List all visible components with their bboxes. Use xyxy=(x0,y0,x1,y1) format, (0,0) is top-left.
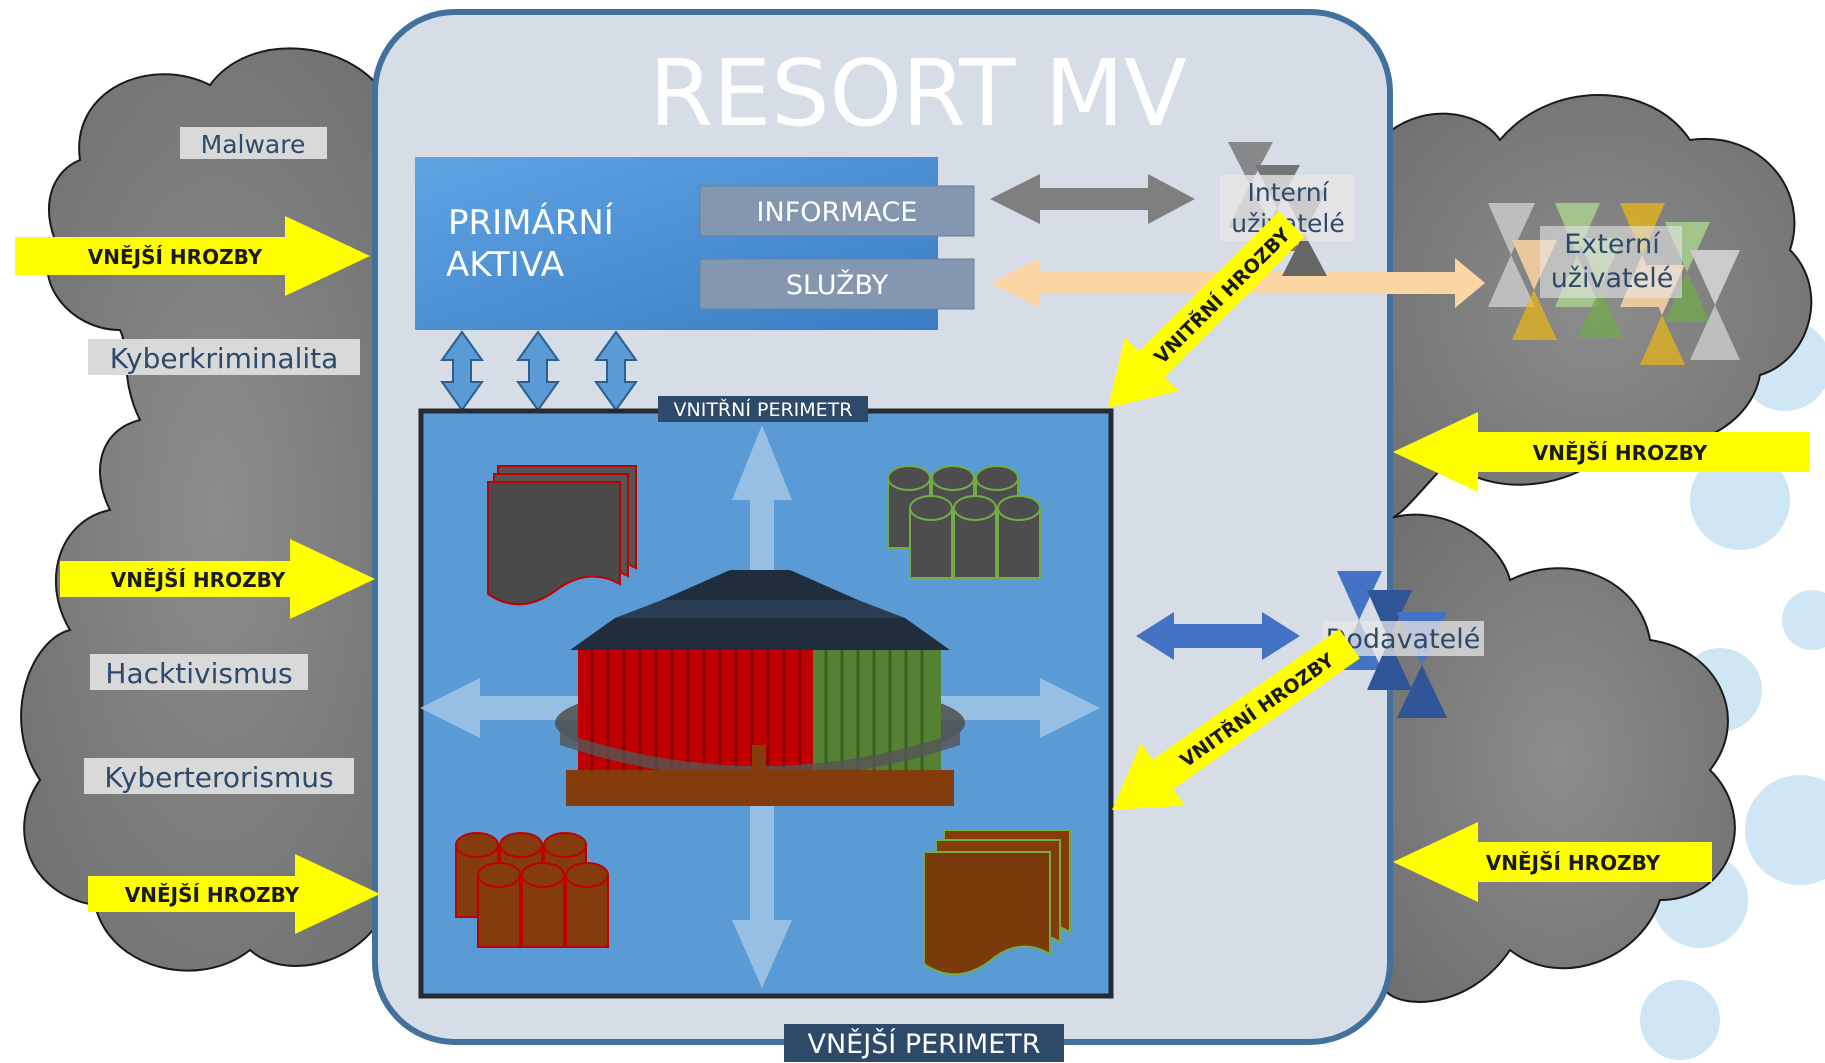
external-threat-arrow-left-3: VNĚJŠÍ HROZBY xyxy=(88,854,380,934)
inner-perimeter-label-bg xyxy=(658,396,868,422)
hacktivismus-label: Hacktivismus xyxy=(105,657,292,690)
sluzby-label: SLUŽBY xyxy=(786,269,889,301)
primary-assets-title-line2: AKTIVA xyxy=(446,245,564,285)
suppliers-link-arrow xyxy=(1136,612,1300,660)
primary-assets-title-line1: PRIMÁRNÍ xyxy=(448,202,614,243)
external-users-label-bg xyxy=(1540,226,1682,298)
informace-box xyxy=(699,185,975,237)
kyberkriminalita-label-bg xyxy=(88,339,360,375)
kyberkriminalita-label: Kyberkriminalita xyxy=(110,342,339,375)
external-threat-label-right-1: VNĚJŠÍ HROZBY xyxy=(1533,441,1708,465)
inner-perimeter-label: VNITŘNÍ PERIMETR xyxy=(674,398,853,421)
external-users-label-line1: Externí xyxy=(1564,229,1661,260)
external-threat-label-left-3: VNĚJŠÍ HROZBY xyxy=(125,883,300,907)
kyberterorismus-label: Kyberterorismus xyxy=(104,761,333,794)
outer-perimeter-label-bg xyxy=(784,1024,1064,1062)
document-stack-green xyxy=(923,829,1071,976)
database-cluster-red xyxy=(455,832,609,948)
external-threat-label-right-2: VNĚJŠÍ HROZBY xyxy=(1486,851,1661,875)
left-threat-cloud xyxy=(20,47,415,972)
internal-users-label-line1: Interní xyxy=(1247,178,1329,207)
asset-link-arrows xyxy=(440,330,638,412)
sluzby-box xyxy=(699,258,975,310)
external-threat-label-left-2: VNĚJŠÍ HROZBY xyxy=(111,568,286,592)
malware-label-bg xyxy=(180,127,327,159)
document-stack-red xyxy=(487,465,637,606)
diagram-title: RESORT MV xyxy=(649,40,1187,147)
database-cluster-green xyxy=(887,465,1041,579)
kyberterorismus-label-bg xyxy=(84,758,354,794)
malware-label: Malware xyxy=(201,130,306,159)
hacktivismus-label-bg xyxy=(90,654,308,690)
external-threat-arrow-left-1: VNĚJŠÍ HROZBY xyxy=(15,216,370,296)
external-users-label-line2: uživatelé xyxy=(1551,263,1674,294)
outer-perimeter-label: VNĚJŠÍ PERIMETR xyxy=(807,1028,1040,1060)
external-threat-label-left-1: VNĚJŠÍ HROZBY xyxy=(88,245,263,269)
external-threat-arrow-right-1: VNĚJŠÍ HROZBY xyxy=(1393,412,1810,492)
external-threat-arrow-left-2: VNĚJŠÍ HROZBY xyxy=(60,539,375,619)
informace-label: INFORMACE xyxy=(757,197,918,228)
informace-link-arrow xyxy=(990,174,1195,224)
external-threat-arrow-right-2: VNĚJŠÍ HROZBY xyxy=(1393,822,1712,902)
central-building xyxy=(555,570,965,806)
